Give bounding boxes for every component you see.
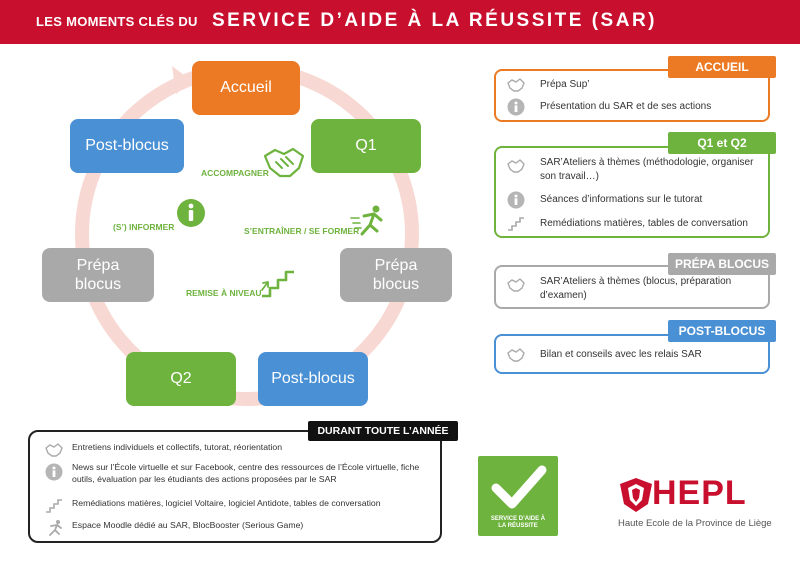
node-post-blocus-bottom-label: Post-blocus: [271, 370, 355, 388]
node-post-blocus-top: Post-blocus: [70, 119, 184, 173]
list-item: Présentation du SAR et de ses actions: [496, 97, 768, 117]
panel-q1-q2: SAR’Ateliers à thèmes (méthodologie, org…: [494, 146, 770, 238]
label-informer: (S’) INFORMER: [113, 222, 175, 232]
year-item-4: Espace Moodle dédié au SAR, BlocBooster …: [72, 520, 304, 530]
node-q2-label: Q2: [170, 370, 192, 388]
handshake-icon: [44, 440, 64, 460]
list-item: Espace Moodle dédié au SAR, BlocBooster …: [44, 518, 422, 538]
list-item: Séances d’informations sur le tutorat: [496, 190, 768, 210]
cycle-diagram: Accueil Q1 Post-blocus Prépa blocus Prép…: [0, 44, 470, 424]
node-accueil: Accueil: [192, 61, 300, 115]
info-icon: [177, 199, 205, 227]
ring-arrowhead: [172, 66, 192, 94]
node-prepa-blocus-right: Prépa blocus: [340, 248, 452, 302]
list-item: Prépa Sup’: [496, 75, 768, 95]
handshake-icon: [506, 345, 526, 365]
list-item: Bilan et conseils avec les relais SAR: [496, 345, 768, 365]
label-entrainer: S’ENTRAÎNER / SE FORMER: [244, 226, 360, 236]
handshake-icon: [506, 156, 526, 176]
node-post-blocus-bottom: Post-blocus: [258, 352, 368, 406]
handshake-icon: [506, 275, 526, 295]
label-accompagner: ACCOMPAGNER: [201, 168, 269, 178]
hepl-emblem-icon: [620, 478, 652, 512]
hepl-subtitle: Haute Ecole de la Province de Liège: [618, 518, 772, 529]
tag-prepa-blocus: PRÉPA BLOCUS: [668, 253, 776, 275]
header-title: SERVICE D’AIDE À LA RÉUSSITE (SAR): [212, 10, 657, 31]
panel-accueil-item-1: Prépa Sup’: [540, 79, 590, 91]
checkmark-icon: [491, 465, 547, 509]
stairs-icon: [261, 270, 294, 298]
node-q1: Q1: [311, 119, 421, 173]
info-icon: [506, 190, 526, 210]
node-prepa-left-label: Prépa blocus: [74, 256, 122, 293]
info-icon: [44, 462, 64, 482]
tag-toute-l-annee: DURANT TOUTE L’ANNÉE: [308, 421, 458, 441]
tag-q1-q2: Q1 et Q2: [668, 132, 776, 154]
header-pre-title: LES MOMENTS CLÉS DU: [36, 14, 198, 29]
list-item: News sur l’École virtuelle et sur Facebo…: [44, 462, 422, 485]
list-item: Remédiations matières, logiciel Voltaire…: [44, 496, 422, 516]
node-post-blocus-top-label: Post-blocus: [85, 137, 169, 155]
list-item: SAR’Ateliers à thèmes (méthodologie, org…: [496, 156, 768, 183]
tag-post-blocus: POST-BLOCUS: [668, 320, 776, 342]
panel-prepa-item-1: SAR’Ateliers à thèmes (blocus, préparati…: [540, 276, 732, 301]
node-prepa-right-label: Prépa blocus: [372, 256, 420, 293]
node-q2: Q2: [126, 352, 236, 406]
runner-icon: [44, 518, 64, 538]
year-item-1: Entretiens individuels et collectifs, tu…: [72, 442, 283, 452]
year-item-3: Remédiations matières, logiciel Voltaire…: [72, 498, 381, 508]
header-banner: LES MOMENTS CLÉS DU SERVICE D’AIDE À LA …: [0, 0, 800, 44]
panel-accueil-item-2: Présentation du SAR et de ses actions: [540, 101, 712, 113]
hepl-logo: HEPL Haute Ecole de la Province de Liège: [616, 474, 776, 534]
node-prepa-blocus-left: Prépa blocus: [42, 248, 154, 302]
year-item-2: News sur l’École virtuelle et sur Facebo…: [72, 462, 420, 484]
runner-icon: [350, 205, 383, 236]
node-q1-label: Q1: [355, 137, 377, 155]
stairs-icon: [44, 496, 64, 516]
panel-post-item-1: Bilan et conseils avec les relais SAR: [540, 349, 702, 361]
list-item: Entretiens individuels et collectifs, tu…: [44, 440, 422, 460]
hepl-wordmark: HEPL: [652, 474, 747, 512]
node-accueil-label: Accueil: [220, 79, 272, 97]
stairs-icon: [506, 214, 526, 234]
panel-toute-l-annee: Entretiens individuels et collectifs, tu…: [28, 430, 442, 543]
handshake-icon: [506, 75, 526, 95]
label-remise-a-niveau: REMISE À NIVEAU: [186, 288, 262, 298]
info-icon: [506, 97, 526, 117]
list-item: SAR’Ateliers à thèmes (blocus, préparati…: [496, 275, 768, 302]
panel-q-item-2: Séances d’informations sur le tutorat: [540, 194, 703, 206]
tag-accueil: ACCUEIL: [668, 56, 776, 78]
handshake-icon: [263, 147, 305, 178]
panel-q-item-1: SAR’Ateliers à thèmes (méthodologie, org…: [540, 157, 754, 182]
list-item: Remédiations matières, tables de convers…: [496, 214, 768, 234]
panel-q-item-3: Remédiations matières, tables de convers…: [540, 218, 748, 230]
